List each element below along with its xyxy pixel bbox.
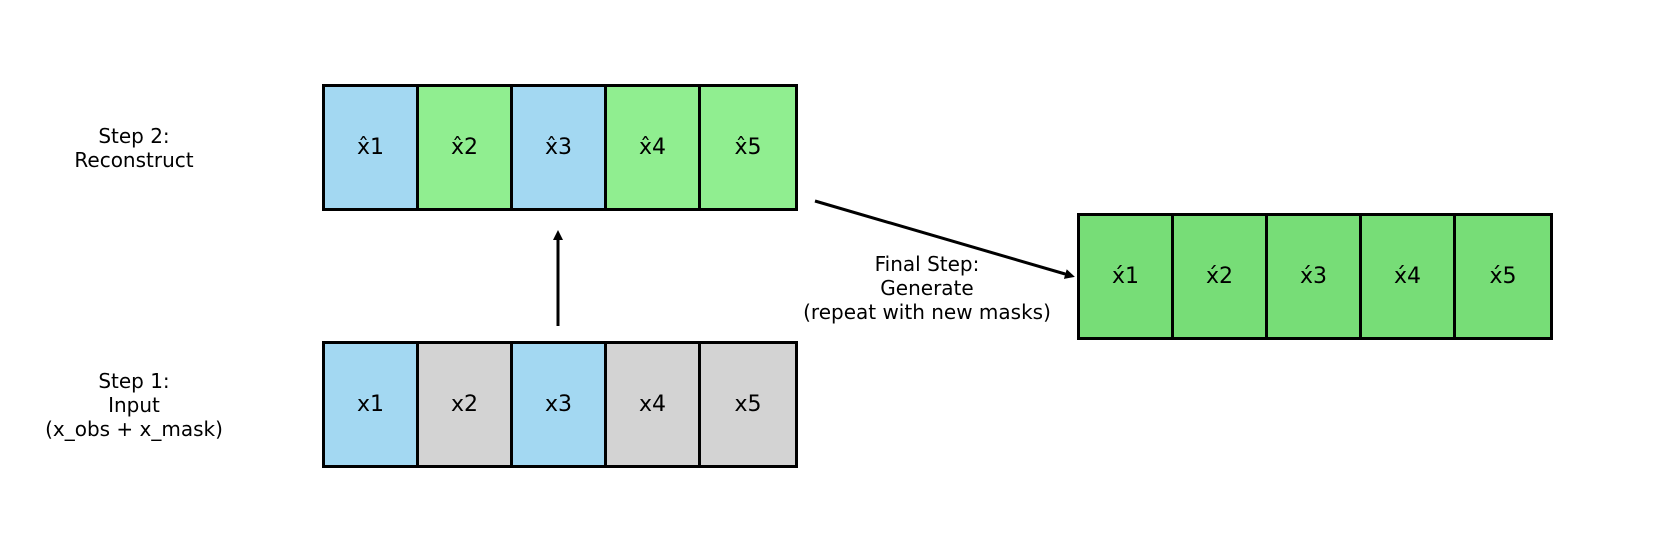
step2-token: x̂2 — [419, 87, 513, 208]
reconstruct-to-generate-arrow — [814, 199, 1075, 279]
step2-token: x̂5 — [701, 87, 795, 208]
step2-token-row: x̂1 x̂2 x̂3 x̂4 x̂5 — [322, 84, 798, 211]
final-token: x́3 — [1268, 216, 1362, 337]
final-label-line: Final Step: — [874, 252, 980, 276]
step1-token: x3 — [513, 344, 607, 465]
step2-label: Step 2: Reconstruct — [74, 124, 193, 172]
final-token: x́2 — [1174, 216, 1268, 337]
final-step-label: Final Step: Generate (repeat with new ma… — [803, 252, 1051, 324]
final-token: x́5 — [1456, 216, 1550, 337]
step1-token-row: x1 x2 x3 x4 x5 — [322, 341, 798, 468]
step2-token: x̂3 — [513, 87, 607, 208]
step1-label-line: Input — [108, 393, 160, 417]
step2-token: x̂1 — [325, 87, 419, 208]
step1-token: x5 — [701, 344, 795, 465]
step2-token: x̂4 — [607, 87, 701, 208]
step1-label: Step 1: Input (x_obs + x_mask) — [45, 369, 223, 441]
step1-label-line: (x_obs + x_mask) — [45, 417, 223, 441]
step1-token: x1 — [325, 344, 419, 465]
step2-label-line: Reconstruct — [74, 148, 194, 172]
step2-label-line: Step 2: — [98, 124, 170, 148]
final-token: x́4 — [1362, 216, 1456, 337]
step1-token: x4 — [607, 344, 701, 465]
step1-label-line: Step 1: — [98, 369, 170, 393]
final-label-line: (repeat with new masks) — [803, 300, 1051, 324]
final-token-row: x́1 x́2 x́3 x́4 x́5 — [1077, 213, 1553, 340]
final-token: x́1 — [1080, 216, 1174, 337]
final-label-line: Generate — [880, 276, 974, 300]
step1-token: x2 — [419, 344, 513, 465]
